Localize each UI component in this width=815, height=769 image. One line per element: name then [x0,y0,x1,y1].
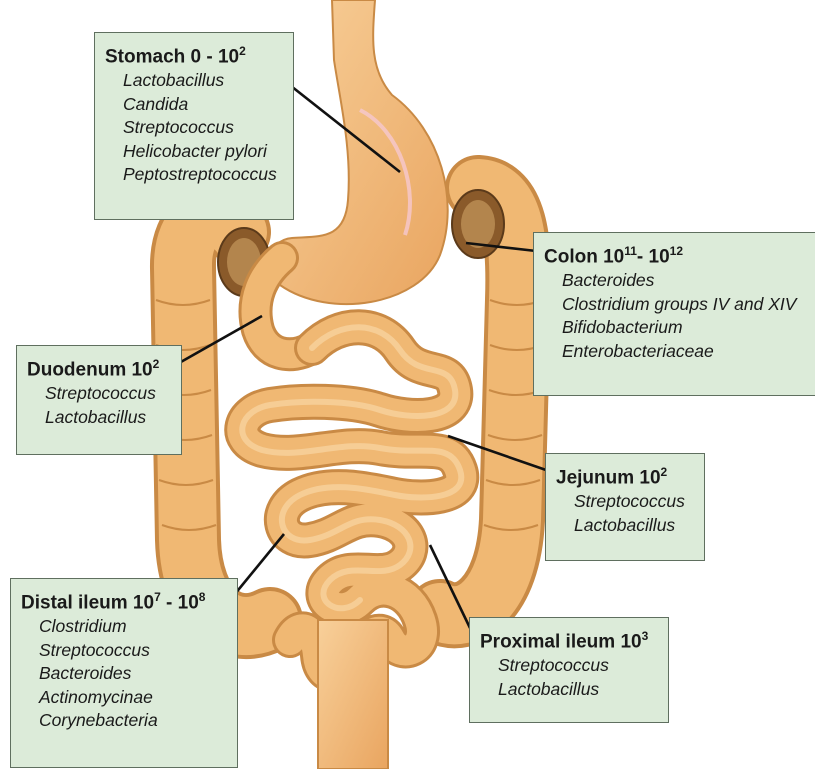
jejunum-label-box: Jejunum 102 Streptococcus Lactobacillus [545,453,705,561]
organism: Actinomycinae [21,686,227,710]
organism: Streptococcus [27,382,171,406]
rectum [318,620,388,769]
organism: Enterobacteriaceae [544,340,805,364]
organism: Streptococcus [556,490,694,514]
colon-label-box: Colon 1011- 1012 Bacteroides Clostridium… [533,232,815,396]
jejunum-title: Jejunum 102 [556,460,694,490]
organism: Peptostreptococcus [105,163,283,187]
organism: Lactobacillus [480,678,658,702]
organism: Streptococcus [105,116,283,140]
organism: Helicobacter pylori [105,140,283,164]
proximal-ileum-label-box: Proximal ileum 103 Streptococcus Lactoba… [469,617,669,723]
organism: Streptococcus [21,639,227,663]
organism: Lactobacillus [105,69,283,93]
organism: Clostridium [21,615,227,639]
organism: Lactobacillus [27,406,171,430]
organism: Candida [105,93,283,117]
proximal-ileum-title: Proximal ileum 103 [480,624,658,654]
duodenum-title: Duodenum 102 [27,352,171,382]
organism: Bacteroides [21,662,227,686]
organism: Bifidobacterium [544,316,805,340]
organism: Lactobacillus [556,514,694,538]
duodenum-label-box: Duodenum 102 Streptococcus Lactobacillus [16,345,182,455]
organism: Corynebacteria [21,709,227,733]
stomach-label-box: Stomach 0 - 102 Lactobacillus Candida St… [94,32,294,220]
organism: Bacteroides [544,269,805,293]
organism: Clostridium groups IV and XIV [544,293,805,317]
distal-ileum-title: Distal ileum 107 - 108 [21,585,227,615]
colon-title: Colon 1011- 1012 [544,239,805,269]
stomach-title: Stomach 0 - 102 [105,39,283,69]
organism: Streptococcus [480,654,658,678]
distal-ileum-label-box: Distal ileum 107 - 108 Clostridium Strep… [10,578,238,768]
